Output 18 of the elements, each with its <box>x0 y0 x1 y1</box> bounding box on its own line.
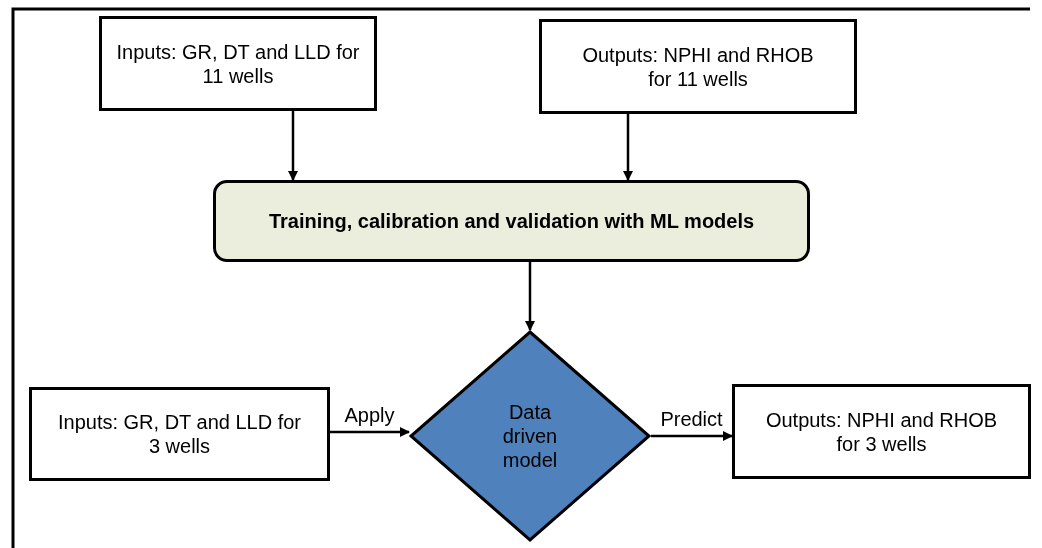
edge-label: Apply <box>344 404 395 426</box>
data-box <box>539 19 857 114</box>
node-text: Outputs: NPHI and RHOB for 11 wells <box>581 42 815 91</box>
node-text: Inputs: GR, DT and LLD for 3 wells <box>57 410 302 458</box>
node-text: Outputs: NPHI and RHOB for 3 wells <box>764 407 999 456</box>
node-text: Inputs: GR, DT and LLD for 11 wells <box>115 39 361 88</box>
arrow <box>651 431 733 441</box>
data-box <box>29 387 330 481</box>
decision-diamond <box>409 330 651 542</box>
process-box <box>213 180 810 262</box>
arrow <box>288 111 298 181</box>
data-box <box>99 16 377 111</box>
node-text: Training, calibration and validation with ML models <box>268 209 755 233</box>
arrow <box>330 427 410 437</box>
arrow <box>623 114 633 181</box>
data-box <box>732 384 1031 479</box>
node-text: Data driven model <box>501 400 559 472</box>
arrow <box>525 262 535 331</box>
